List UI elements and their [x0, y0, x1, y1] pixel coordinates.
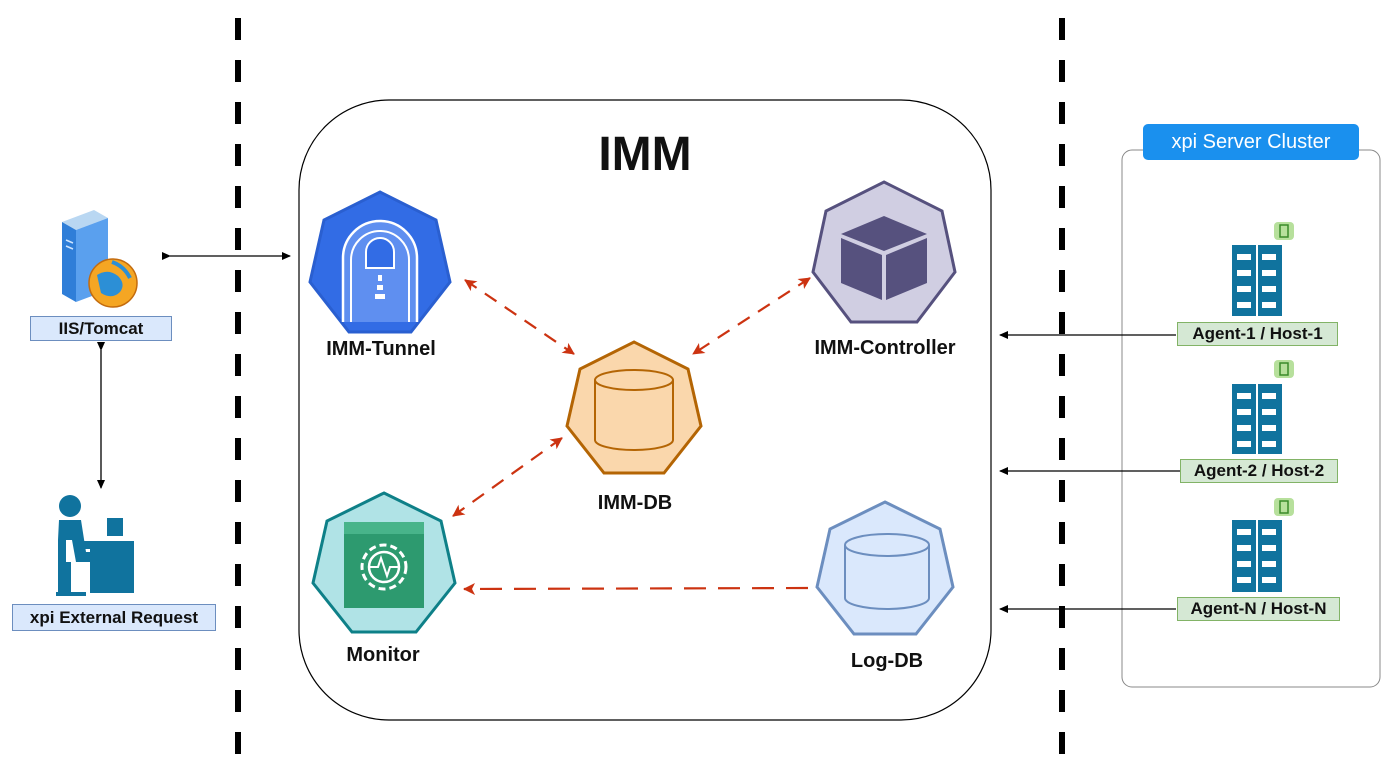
- server-globe-icon: [62, 210, 138, 308]
- server-rack-icon: [1232, 498, 1294, 592]
- imm-tunnel-label: IMM-Tunnel: [326, 338, 436, 360]
- gear-monitor-icon: [311, 491, 457, 634]
- cube-icon: [811, 180, 957, 324]
- tunnel-icon: [308, 190, 452, 334]
- cylinder-db-icon: [565, 340, 703, 475]
- iis-tomcat-label: IIS/Tomcat: [30, 316, 172, 341]
- logdb-monitor-connector: [463, 582, 809, 595]
- tunnel-db-connector: [464, 279, 575, 355]
- log-db-icon: [815, 500, 955, 636]
- imm-controller-label: IMM-Controller: [814, 337, 956, 359]
- person-at-desk-icon: [56, 495, 134, 596]
- agent-2-label: Agent-2 / Host-2: [1180, 459, 1338, 483]
- diagram-title: IMM: [598, 128, 692, 181]
- server-rack-icon: [1232, 360, 1294, 454]
- imm-db-label: IMM-DB: [597, 492, 673, 514]
- server-rack-icon: [1232, 222, 1294, 316]
- cluster-title: xpi Server Cluster: [1143, 124, 1359, 160]
- log-db-label: Log-DB: [850, 650, 924, 672]
- agent-n-label: Agent-N / Host-N: [1177, 597, 1340, 621]
- external-request-label: xpi External Request: [12, 604, 216, 631]
- monitor-label: Monitor: [346, 644, 420, 666]
- agent-1-label: Agent-1 / Host-1: [1177, 322, 1338, 346]
